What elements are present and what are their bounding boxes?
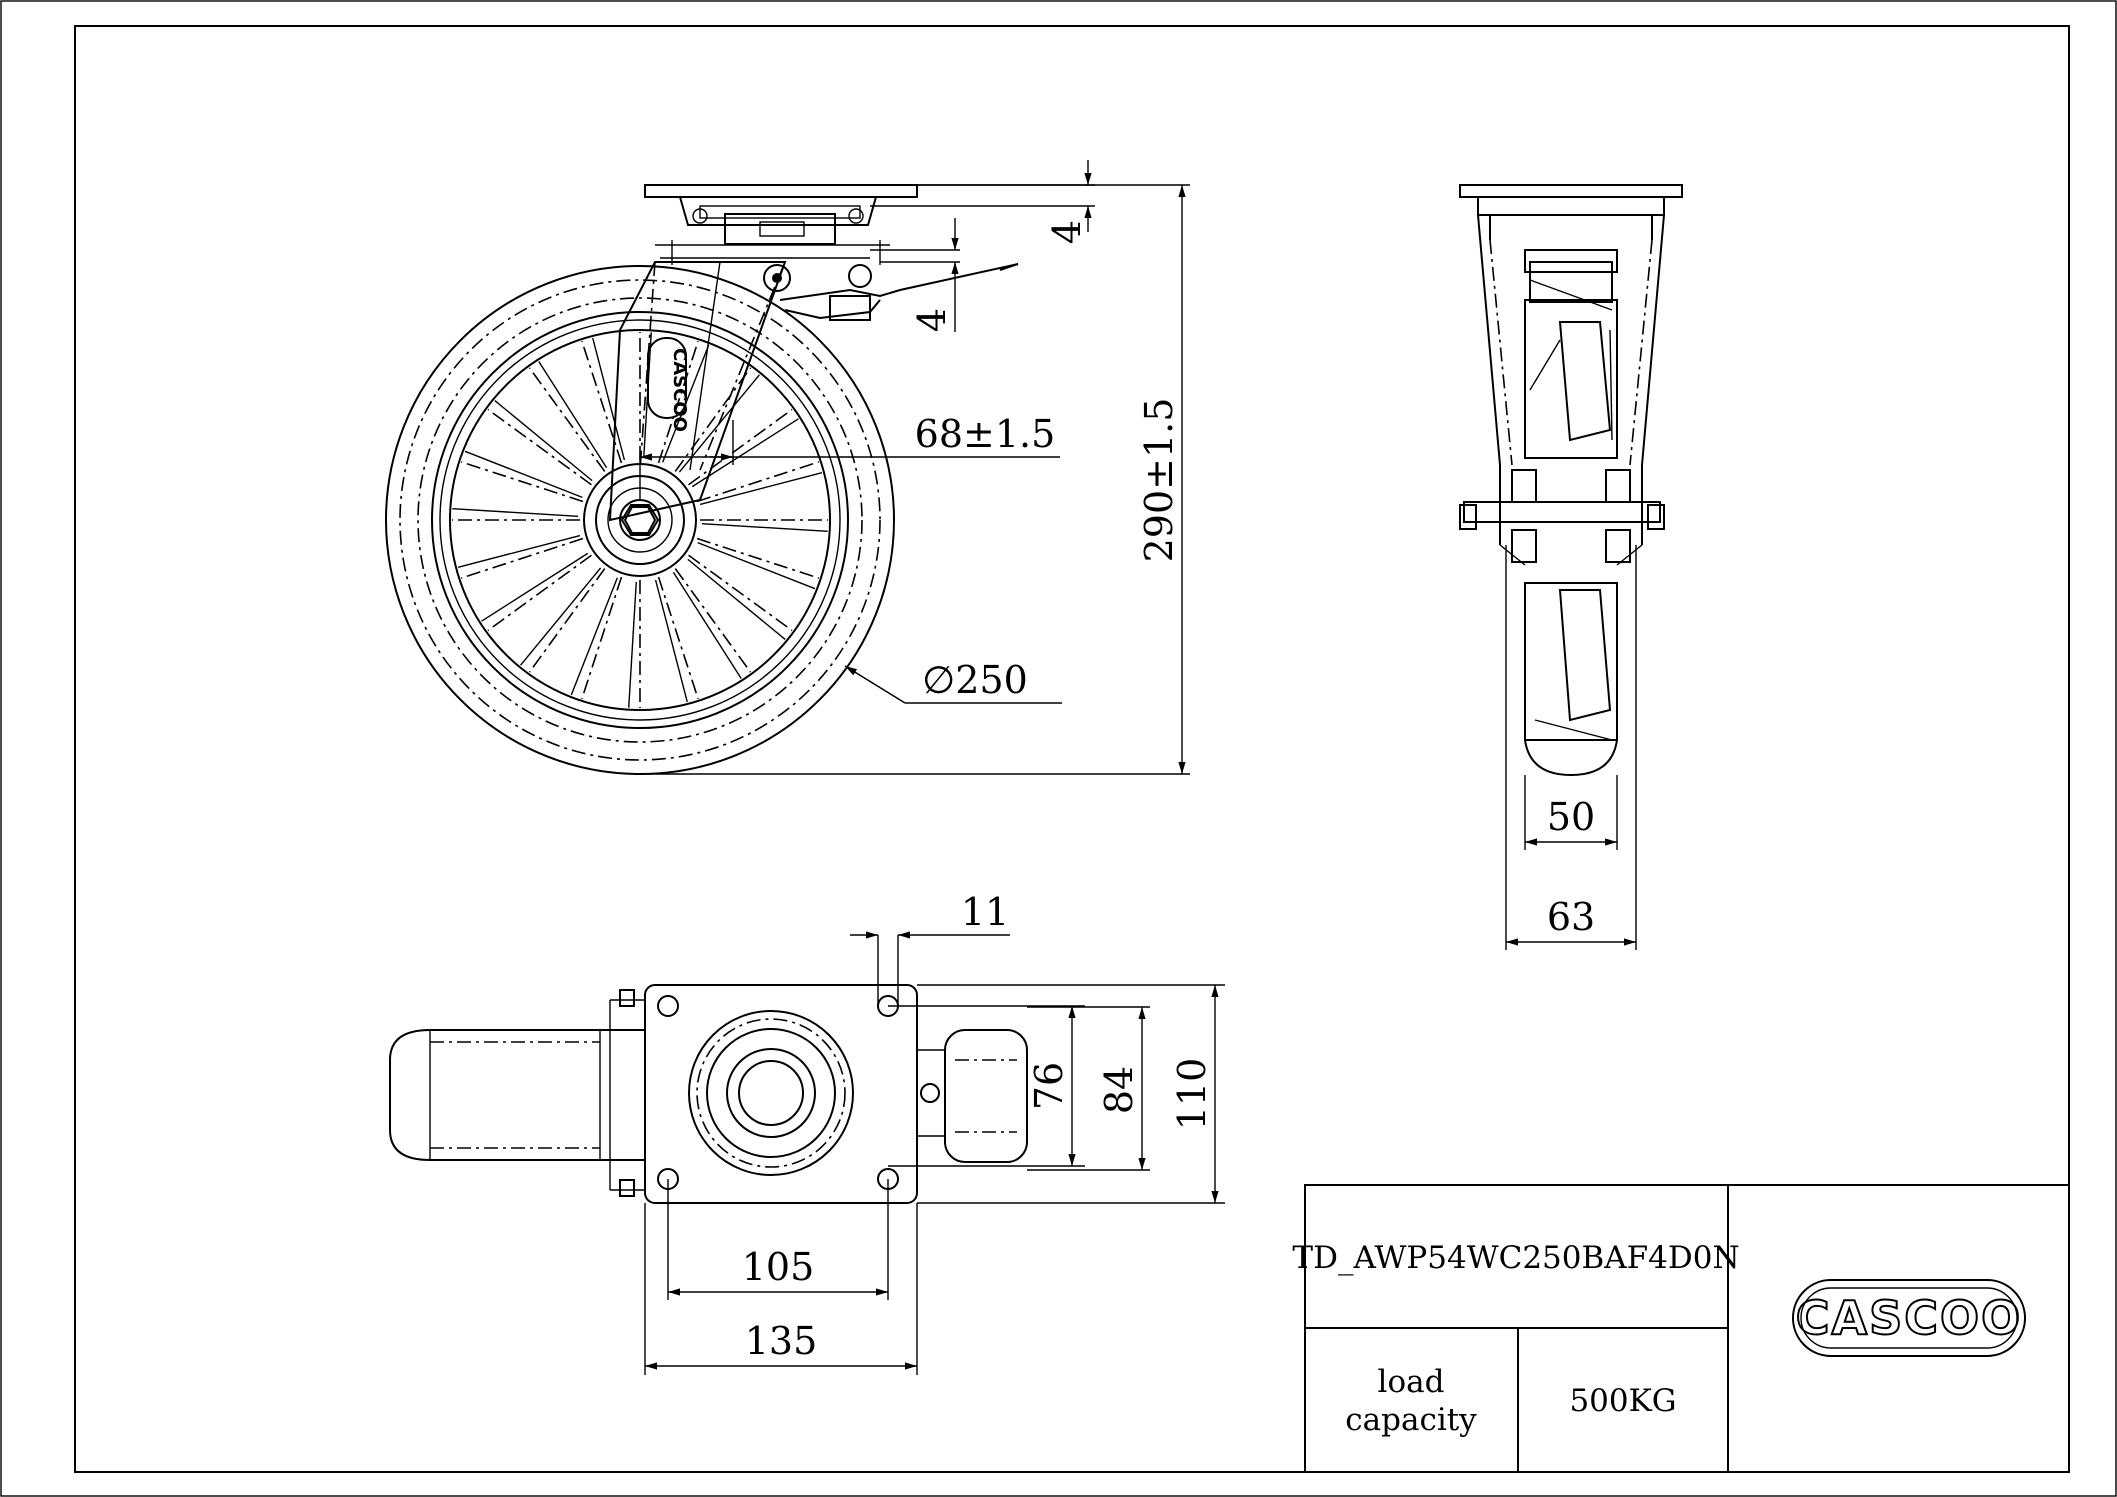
wheel-spoke	[674, 568, 752, 673]
wheel-spoke	[581, 576, 623, 700]
front-view-dimensions: 50 63	[1505, 545, 1637, 950]
side-view-dimensions: 4 4 68±1.5 290±1.5 ∅250	[639, 160, 1190, 775]
wheel-spoke	[657, 576, 699, 700]
wheel-spoke-edge	[687, 558, 786, 640]
wheel-spoke	[688, 554, 793, 632]
brand-logo-text: CASCOO	[1796, 1291, 2022, 1345]
wheel-spoke	[460, 537, 584, 579]
dim-hole-spacing-horizontal: 105	[742, 1245, 815, 1289]
dim-hole-diameter: 11	[961, 890, 1009, 934]
wheel-spoke-edge	[570, 577, 618, 696]
fork-logo-plate	[647, 337, 687, 419]
wheel-spoke-edge	[457, 534, 581, 568]
wheel-spoke-edge	[691, 418, 799, 488]
part-number: TD_AWP54WC250BAF4D0N	[1292, 1240, 1739, 1276]
load-capacity-label-line1: load	[1378, 1364, 1445, 1400]
wheel-spoke	[460, 461, 584, 503]
load-capacity-value: 500KG	[1569, 1383, 1676, 1419]
drawing-frame	[74, 25, 2070, 1473]
dim-plate-gap-top: 4	[1045, 220, 1089, 244]
dim-offset: 68±1.5	[915, 412, 1056, 456]
wheel-spoke-edge	[520, 567, 602, 666]
dim-wheel-width: 50	[1547, 795, 1595, 839]
wheel-spoke-edge	[699, 472, 823, 506]
wheel-spoke	[528, 568, 606, 673]
dim-plate-gap-bottom: 4	[910, 308, 954, 332]
wheel-spoke-edge	[464, 450, 583, 498]
dim-plate-width: 135	[745, 1319, 818, 1363]
wheel-spoke-edge	[538, 361, 608, 469]
wheel-spoke-edge	[628, 581, 637, 708]
wheel-spoke-edge	[481, 552, 589, 622]
wheel-spoke	[688, 408, 793, 486]
wheel-spoke	[674, 367, 752, 472]
load-capacity-label-line2: capacity	[1345, 1402, 1477, 1438]
wheel-spoke-edge	[701, 523, 828, 532]
wheel-spoke	[696, 461, 820, 503]
dim-fork-width: 63	[1547, 895, 1595, 939]
dim-wheel-diameter: ∅250	[922, 658, 1028, 702]
wheel-spoke-edge	[654, 579, 688, 703]
wheel-spoke	[657, 340, 699, 464]
top-view	[389, 984, 1028, 1204]
dim-hole-spacing-vertical: 76	[1027, 1062, 1071, 1110]
brand-logo: CASCOO	[1792, 1279, 2026, 1357]
wheel-spoke	[487, 554, 592, 632]
wheel-spoke	[528, 367, 606, 472]
title-block: TD_AWP54WC250BAF4D0N load capacity 500KG…	[1292, 1184, 2070, 1473]
dim-plate-inner: 84	[1097, 1066, 1141, 1114]
dim-overall-height: 290±1.5	[1137, 398, 1181, 563]
fork-logo-text: CASCOO	[669, 348, 690, 432]
wheel-spoke-edge	[592, 337, 626, 461]
dim-plate-height: 110	[1170, 1058, 1214, 1131]
wheel-spoke-edge	[697, 542, 816, 590]
top-view-dimensions: 11 76 84 110 105 135	[644, 890, 1225, 1375]
front-view	[1459, 184, 1683, 777]
wheel-spoke	[487, 408, 592, 486]
wheel-spoke-edge	[452, 508, 579, 517]
wheel-spoke-edge	[672, 571, 742, 679]
wheel-spoke-edge	[494, 400, 593, 482]
wheel-spoke	[696, 537, 820, 579]
